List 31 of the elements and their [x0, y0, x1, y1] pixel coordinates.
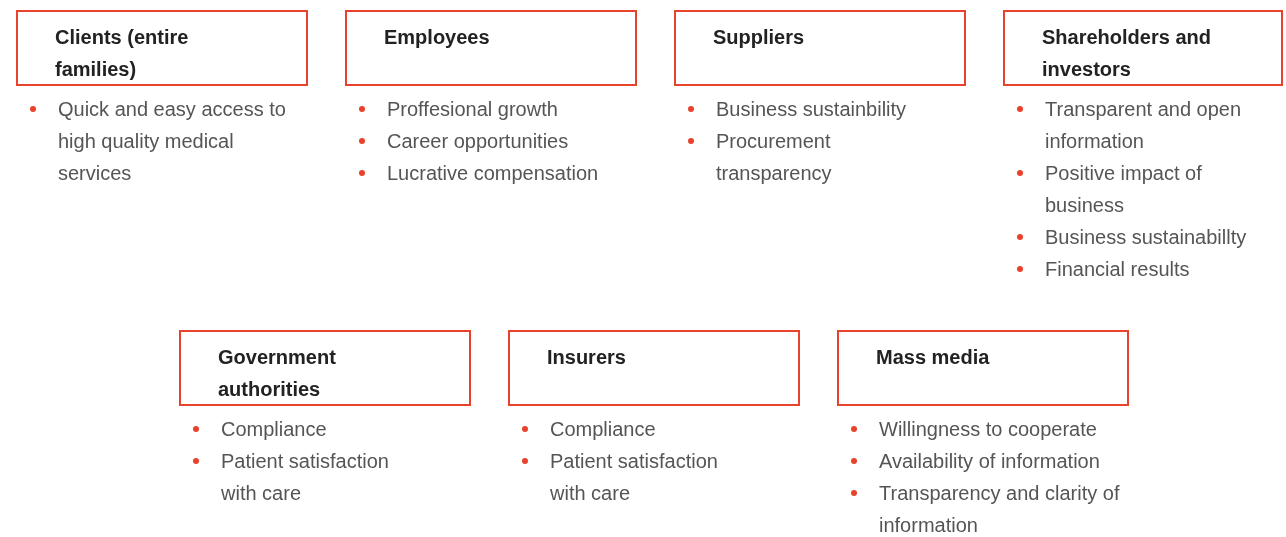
box-heading: Suppliers [713, 25, 806, 50]
box-heading: Insurers [547, 345, 627, 370]
stakeholder-box [16, 10, 308, 86]
box-heading: Shareholders and investors [1042, 25, 1211, 82]
stakeholder-box [837, 330, 1129, 406]
bullet-text: Compliance [550, 417, 656, 442]
stakeholder-box [1003, 10, 1283, 86]
bullet-text: Quick and easy access to high quality medical services [58, 97, 287, 186]
stakeholder-box [179, 330, 471, 406]
stakeholder-box [345, 10, 637, 86]
box-heading: Employees [384, 25, 491, 50]
bullet-text: Business sustainbility [716, 97, 907, 122]
bullet-text: Patient satisfaction with care [221, 449, 390, 506]
bullet-text: Transparency and clarity of information [879, 481, 1121, 537]
bullet-text: Procurement transparency [716, 129, 833, 186]
box-heading: Government authorities [218, 345, 337, 402]
bullet-text: Proffesional growth [387, 97, 558, 122]
box-heading: Clients (entire families) [55, 25, 190, 82]
bullet-text: Financial results [1045, 257, 1190, 282]
bullet-text: Willingness to cooperate [879, 417, 1097, 442]
bullet-text: Availability of information [879, 449, 1100, 474]
box-heading: Mass media [876, 345, 991, 370]
bullet-text: Career opportunities [387, 129, 569, 154]
stakeholder-box [508, 330, 800, 406]
bullet-text: Transparent and open information [1045, 97, 1243, 154]
bullet-text: Compliance [221, 417, 327, 442]
bullet-text: Lucrative compensation [387, 161, 599, 186]
bullet-text: Patient satisfaction with care [550, 449, 719, 506]
bullet-text: Business sustainabillty [1045, 225, 1247, 250]
stakeholder-box [674, 10, 966, 86]
bullet-text: Positive impact of business [1045, 161, 1203, 218]
